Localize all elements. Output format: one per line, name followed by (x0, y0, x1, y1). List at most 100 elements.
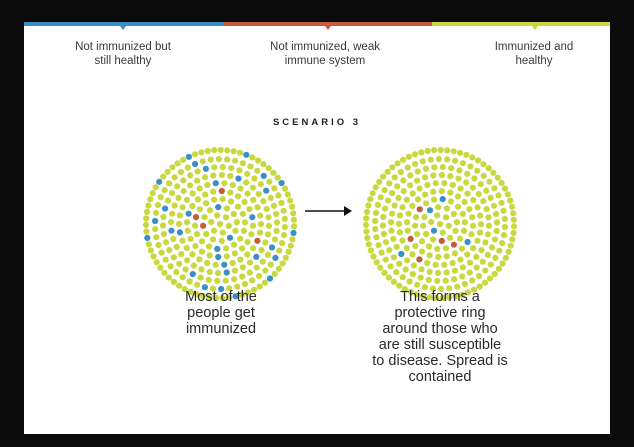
immunized-dot (244, 289, 252, 296)
immunized-dot (414, 177, 421, 184)
immunized-dot (226, 294, 233, 301)
immunized-dot (233, 219, 240, 226)
immunized-dot (446, 294, 453, 301)
immunized-dot (228, 165, 235, 172)
immunized-dot (234, 283, 241, 290)
immunized-dot (183, 219, 191, 226)
immunized-dot (157, 264, 164, 271)
immunized-dot (180, 188, 187, 195)
immunized-dot (246, 269, 253, 276)
immunized-dot (474, 237, 481, 244)
immunized-dot (404, 164, 411, 171)
immunized-dot (234, 193, 242, 200)
immunized-dot (400, 177, 407, 184)
immunized-dot (198, 248, 206, 255)
immunized-dot (169, 210, 176, 217)
immunized-dot (177, 168, 184, 176)
immunized-dot (143, 228, 150, 235)
immunized-dot (365, 241, 372, 248)
immunized-dot (202, 191, 209, 198)
immunized-dot (208, 219, 215, 226)
immunized-dot (430, 188, 437, 195)
immunized-dot (249, 154, 256, 161)
immunized-dot (493, 227, 500, 235)
immunized-dot (377, 194, 384, 201)
immunized-dot (263, 205, 270, 213)
immunized-dot (495, 265, 502, 272)
immunized-dot (180, 177, 187, 184)
immunized-dot (454, 193, 462, 200)
immunized-dot (391, 202, 398, 209)
susceptible-dot (215, 253, 222, 261)
immunized-dot (390, 254, 397, 261)
susceptible-dot (253, 253, 260, 260)
immunized-dot (438, 285, 445, 293)
immunized-dot (406, 278, 413, 285)
immunized-dot (477, 212, 484, 219)
immunized-dot (491, 236, 498, 243)
immunized-dot (393, 243, 400, 250)
immunized-dot (145, 202, 152, 209)
immunized-dot (490, 202, 498, 209)
immunized-dot (206, 207, 214, 214)
immunized-dot (500, 232, 508, 239)
immunized-dot (239, 210, 246, 217)
immunized-dot (391, 174, 398, 181)
immunized-dot (426, 294, 433, 301)
susceptible-dot (144, 234, 151, 241)
immunized-dot (279, 260, 286, 267)
immunized-dot (508, 203, 516, 210)
immunized-dot (186, 182, 194, 189)
immunized-dot (204, 181, 211, 189)
immunized-dot (203, 230, 210, 238)
immunized-dot (190, 262, 197, 269)
immunized-dot (477, 181, 484, 188)
immunized-dot (198, 149, 205, 156)
immunized-dot (420, 292, 427, 300)
right-arrow-icon (305, 206, 352, 216)
immunized-dot (287, 242, 294, 249)
weak-immune-dot (450, 241, 457, 248)
immunized-dot (460, 227, 468, 234)
immunized-dot (443, 253, 450, 260)
susceptible-dot (226, 234, 234, 241)
immunized-dot (273, 219, 281, 226)
susceptible-dot (263, 187, 270, 194)
immunized-dot (187, 288, 194, 295)
immunized-dot (217, 146, 224, 154)
immunized-dot (251, 175, 258, 182)
immunized-dot (179, 237, 186, 244)
immunized-dot (212, 294, 220, 301)
immunized-dot (160, 230, 167, 238)
immunized-dot (435, 155, 442, 163)
immunized-dot (501, 185, 509, 192)
immunized-dot (395, 194, 402, 201)
immunized-dot (422, 191, 429, 198)
immunized-dot (435, 269, 442, 277)
immunized-dot (194, 168, 201, 175)
immunized-dot (469, 154, 476, 161)
immunized-dot (214, 212, 221, 219)
immunized-dot (230, 210, 237, 218)
immunized-dot (428, 219, 435, 226)
immunized-dot (490, 169, 497, 176)
immunized-dot (249, 184, 256, 191)
immunized-dot (389, 210, 396, 217)
immunized-dot (204, 259, 211, 267)
immunized-dot (198, 238, 206, 245)
immunized-dot (482, 239, 489, 246)
immunized-dot (227, 198, 235, 205)
immunized-dot (232, 227, 239, 234)
immunized-dot (204, 147, 211, 155)
immunized-dot (143, 215, 150, 222)
immunized-dot (192, 222, 199, 229)
immunized-dot (289, 236, 296, 243)
susceptible-dot (260, 172, 267, 179)
immunized-dot (173, 243, 180, 250)
crowd-circle-after (362, 146, 518, 302)
immunized-dot (363, 215, 370, 222)
immunized-dot (174, 160, 181, 167)
immunized-dot (442, 245, 450, 252)
immunized-dot (205, 276, 212, 283)
immunized-dot (194, 231, 201, 238)
